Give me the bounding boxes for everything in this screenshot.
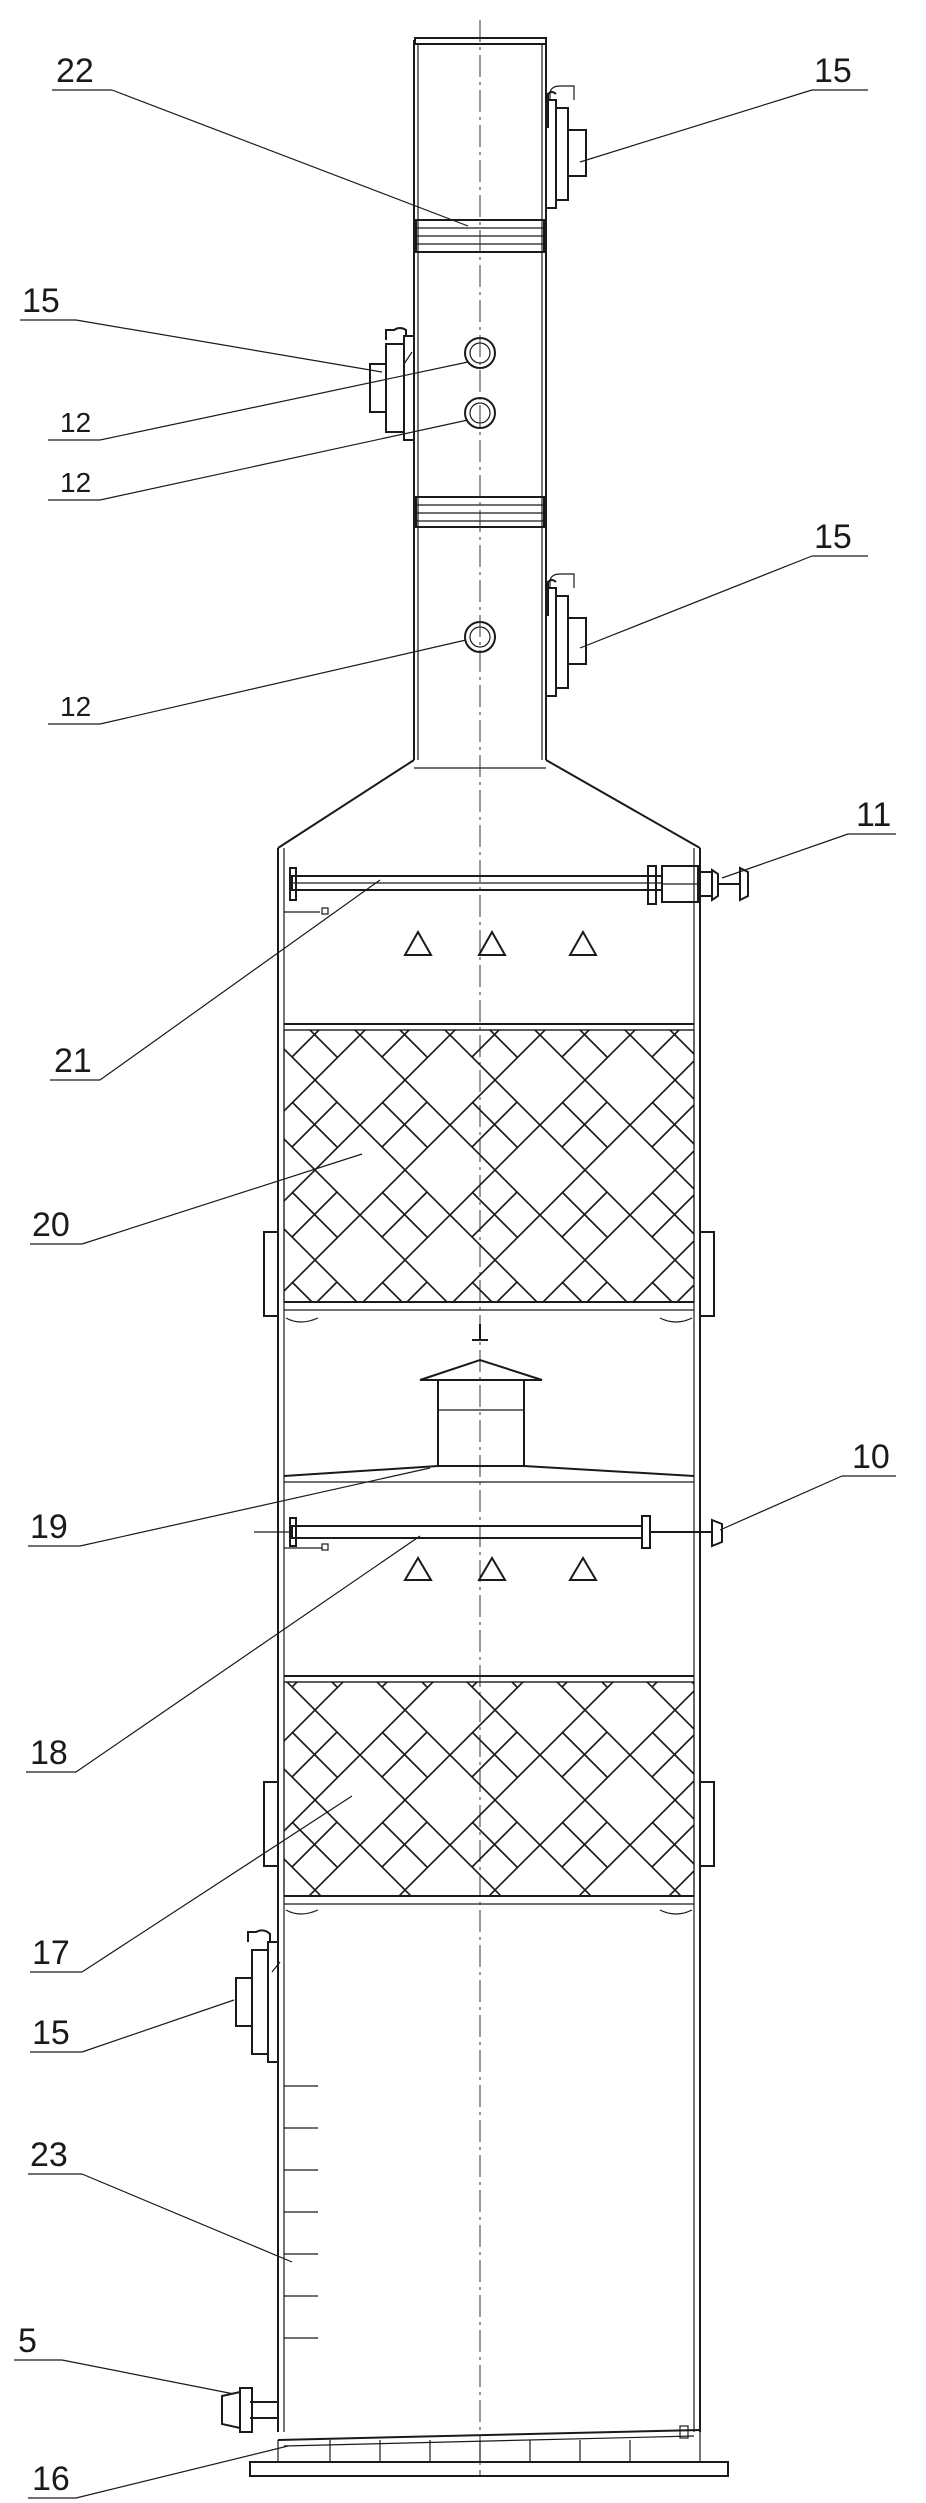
label-21: 21 (54, 1042, 92, 1080)
packing-bed-lower (263, 1675, 715, 1915)
label-15-mid-right: 15 (814, 518, 852, 556)
outlet-5 (221, 2387, 278, 2433)
packing-bed-upper (263, 1023, 715, 1323)
label-16: 16 (32, 2460, 70, 2498)
label-12-b: 12 (60, 467, 91, 498)
label-12-a: 12 (60, 407, 91, 438)
spray-header-upper (284, 865, 749, 956)
label-17: 17 (32, 1934, 70, 1972)
nozzle (403, 1556, 433, 1581)
nozzle (568, 1556, 598, 1581)
spray-header-lower (254, 1515, 723, 1581)
label-22: 22 (56, 52, 94, 90)
label-18: 18 (30, 1734, 68, 1772)
label-11: 11 (856, 796, 891, 834)
manhole-15-top-right (545, 85, 587, 209)
nozzle (477, 1556, 507, 1581)
level-gauge-23 (284, 2085, 318, 2339)
tower-base-16 (249, 2425, 729, 2477)
label-15-lower-left: 15 (32, 2014, 70, 2052)
label-12-c: 12 (60, 691, 91, 722)
label-10: 10 (852, 1438, 890, 1476)
label-23: 23 (30, 2136, 68, 2174)
label-19: 19 (30, 1508, 68, 1546)
manhole-15-left (369, 327, 415, 441)
label-15-left: 15 (22, 282, 60, 320)
label-20: 20 (32, 1206, 70, 1244)
label-5: 5 (18, 2322, 37, 2360)
cone-transition (277, 759, 701, 849)
leader-lines (14, 89, 896, 2499)
manhole-15-lower-left (235, 1929, 281, 2063)
nozzle (568, 929, 598, 956)
nozzle (403, 929, 433, 956)
manhole-15-mid-right (545, 573, 587, 697)
label-15-top-right: 15 (814, 52, 852, 90)
chimney-tray (283, 1324, 695, 1483)
nozzle (477, 929, 507, 956)
